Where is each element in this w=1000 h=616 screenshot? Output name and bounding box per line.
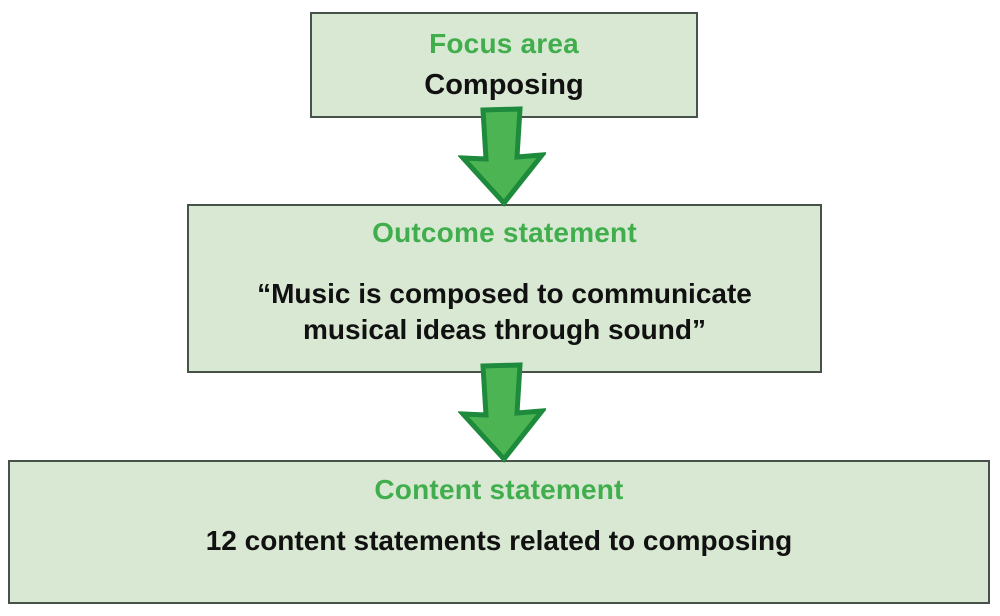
down-arrow-shape [458, 106, 546, 207]
focus-area-box: Focus area Composing [310, 12, 698, 118]
outcome-statement-title: Outcome statement [372, 217, 637, 248]
outcome-statement-line2: musical ideas through sound” [303, 314, 706, 346]
content-statement-body: 12 content statements related to composi… [205, 525, 793, 556]
down-arrow-icon [458, 106, 546, 207]
outcome-statement-body: “Music is composed to communicate musica… [257, 276, 752, 349]
content-statement-box: Content statement 12 content statements … [8, 460, 990, 604]
down-arrow-shape [458, 362, 546, 463]
focus-area-title: Focus area [429, 27, 579, 59]
focus-area-body: Composing [424, 68, 584, 101]
outcome-statement-box: Outcome statement “Music is composed to … [187, 204, 822, 373]
content-statement-title: Content statement [374, 474, 624, 505]
outcome-statement-line1: “Music is composed to communicate [257, 278, 752, 309]
down-arrow-icon [458, 362, 546, 463]
